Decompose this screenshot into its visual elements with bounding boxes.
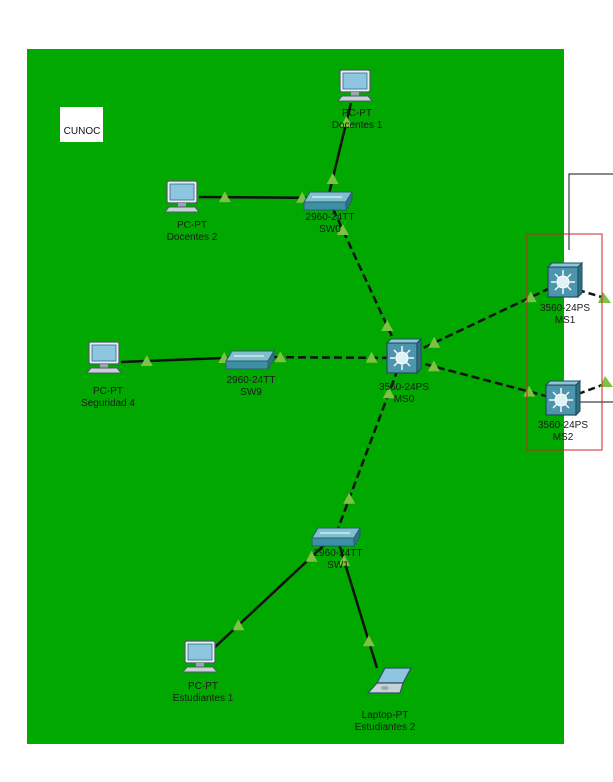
device-model-label: 3560-24PS bbox=[538, 420, 588, 431]
device-name-label: Estudiantes 1 bbox=[173, 693, 234, 704]
off-area-cables bbox=[568, 173, 613, 403]
device-model-label: 2960-24TT bbox=[227, 375, 276, 386]
link-sw9-ms0[interactable] bbox=[249, 351, 403, 363]
link-pc_docentes1-sw0[interactable] bbox=[326, 102, 353, 199]
device-name-label: MS0 bbox=[394, 394, 415, 405]
device-name-label: Docentes 2 bbox=[167, 232, 218, 243]
device-name-label: SW0 bbox=[319, 224, 341, 235]
link-up-indicator bbox=[305, 550, 318, 562]
link-ms0-ms2[interactable] bbox=[401, 356, 562, 402]
link-up-indicator bbox=[326, 173, 339, 184]
redundancy-box bbox=[526, 233, 603, 451]
device-name-label: MS2 bbox=[553, 432, 574, 443]
link-sw1-laptop_estudiantes2[interactable] bbox=[334, 533, 379, 669]
link-sw1-pc_estudiantes1[interactable] bbox=[213, 533, 337, 649]
device-name-label: SW1 bbox=[327, 560, 349, 571]
link-up-indicator bbox=[343, 492, 356, 504]
device-name-label: SW9 bbox=[240, 387, 262, 398]
device-model-label: 2960-24TT bbox=[314, 548, 363, 559]
link-up-indicator bbox=[382, 387, 395, 399]
link-up-indicator bbox=[338, 554, 351, 566]
pc-icon[interactable] bbox=[336, 69, 374, 102]
multilayer-icon[interactable] bbox=[385, 337, 423, 375]
switch-icon[interactable] bbox=[225, 349, 275, 371]
device-name-label: Estudiantes 2 bbox=[355, 722, 416, 733]
link-ms0-sw1[interactable] bbox=[334, 357, 404, 535]
link-up-indicator bbox=[365, 351, 378, 363]
link-up-indicator bbox=[232, 619, 245, 631]
device-name-label: Docentes 1 bbox=[332, 120, 383, 131]
link-sw0-ms0[interactable] bbox=[326, 197, 404, 359]
device-name-label: MS1 bbox=[555, 315, 576, 326]
multilayer-icon[interactable] bbox=[544, 379, 582, 417]
device-model-label: 2960-24TT bbox=[306, 212, 355, 223]
device-model-label: 3560-24PS bbox=[540, 303, 590, 314]
device-model-label: PC-PT bbox=[177, 220, 207, 231]
device-model-label: PC-PT bbox=[342, 108, 372, 119]
device-name-label: Seguridad 4 bbox=[81, 398, 135, 409]
device-model-label: PC-PT bbox=[93, 386, 123, 397]
device-model-label: PC-PT bbox=[188, 681, 218, 692]
device-model-label: Laptop-PT bbox=[362, 710, 409, 721]
link-ms0-ms1[interactable] bbox=[401, 280, 564, 360]
area-label: CUNOC bbox=[64, 126, 101, 137]
switch-icon[interactable] bbox=[311, 526, 361, 548]
link-up-indicator bbox=[428, 336, 441, 348]
link-up-indicator bbox=[524, 291, 537, 303]
multilayer-icon[interactable] bbox=[546, 261, 584, 299]
area-label-box: CUNOC bbox=[60, 107, 103, 142]
link-up-indicator bbox=[274, 351, 287, 363]
device-model-label: 3560-24PS bbox=[379, 382, 429, 393]
pc-icon[interactable] bbox=[85, 341, 123, 374]
link-up-indicator bbox=[427, 360, 440, 372]
area-cunoc bbox=[27, 49, 564, 744]
pc-icon[interactable] bbox=[181, 640, 219, 673]
link-up-indicator bbox=[598, 292, 611, 303]
link-up-indicator bbox=[362, 635, 375, 647]
link-up-indicator bbox=[340, 116, 353, 127]
link-up-indicator bbox=[336, 224, 349, 235]
link-up-indicator bbox=[218, 191, 231, 203]
switch-icon[interactable] bbox=[303, 190, 353, 212]
link-up-indicator bbox=[381, 320, 394, 331]
link-up-indicator bbox=[600, 376, 613, 387]
link-up-indicator bbox=[140, 355, 153, 366]
pc-icon[interactable] bbox=[163, 180, 201, 213]
link-up-indicator bbox=[523, 385, 536, 397]
laptop-icon[interactable] bbox=[366, 667, 412, 694]
